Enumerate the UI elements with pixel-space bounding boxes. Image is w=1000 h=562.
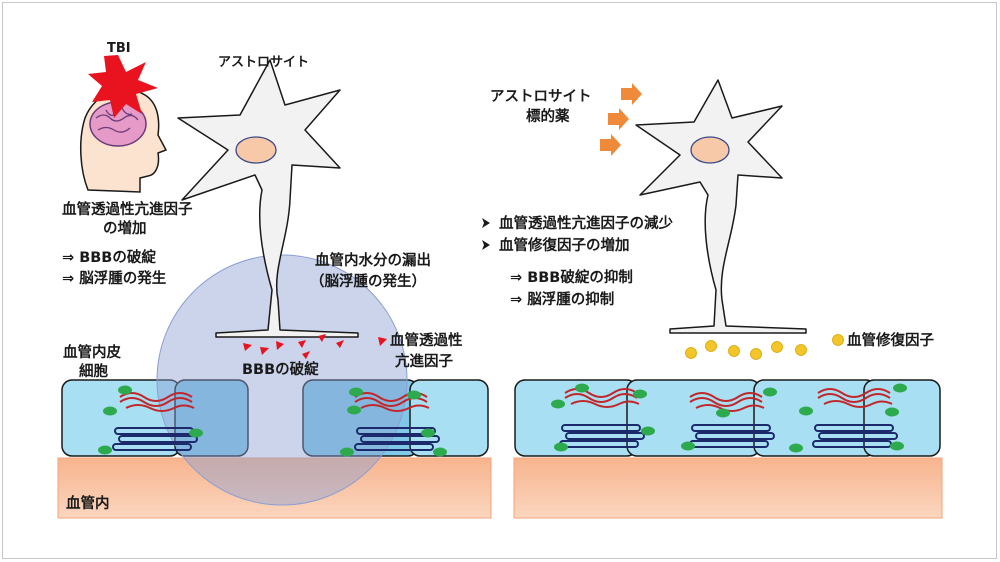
factor-increase-line1: 血管透過性亢進因子 — [62, 200, 193, 218]
bullet-2: 血管修復因子の増加 — [499, 236, 630, 254]
green-dots-left — [98, 385, 447, 457]
result-2: ⇒ 脳浮腫の抑制 — [510, 290, 614, 308]
endothelial-cell — [514, 379, 638, 457]
checkmark-bullet-icon — [482, 218, 490, 250]
permeability-factors-left — [243, 334, 344, 359]
endothelial-cell — [863, 379, 941, 457]
green-dots-right — [551, 383, 907, 453]
drug-line1: アストロサイト — [490, 88, 592, 105]
endothelial-line1: 血管内皮 — [63, 343, 121, 361]
vessel-lumen-band-right — [513, 457, 943, 519]
repair-factor-dots — [685, 340, 807, 360]
bbb-breakdown-label: BBBの破綻 — [242, 360, 319, 378]
leak-area-circle — [156, 254, 408, 506]
result-edema-left: ⇒ 脳浮腫の発生 — [62, 269, 167, 287]
legend-repair-dot-icon — [832, 334, 844, 346]
endothelial-line2: 細胞 — [79, 362, 108, 380]
brain-icon — [89, 101, 147, 147]
tbi-label: TBI — [107, 41, 131, 56]
factor-increase-line2: の増加 — [103, 219, 147, 237]
burst-icon — [88, 55, 158, 118]
bullet-1: 血管透過性亢進因子の減少 — [499, 214, 673, 232]
leak-line1: 血管内水分の漏出 — [315, 251, 431, 269]
legend-triangle-icon — [378, 337, 387, 346]
legend-factor-line1: 血管透過性 — [390, 331, 463, 349]
astrocyte-icon — [177, 59, 359, 338]
result-1: ⇒ BBB破綻の抑制 — [510, 268, 633, 286]
astrocyte-icon-right — [635, 79, 807, 334]
arrow-icon — [600, 83, 642, 156]
astrocyte-label-left: アストロサイト — [218, 55, 309, 70]
drug-line2: 標的薬 — [526, 107, 570, 125]
legend-repair-label: 血管修復因子 — [847, 331, 934, 349]
leak-line2: （脳浮腫の発生） — [310, 272, 426, 290]
legend-factor-line2: 亢進因子 — [395, 352, 453, 370]
result-bbb-left: ⇒ BBBの破綻 — [62, 248, 156, 266]
vessel-lumen-label: 血管内 — [66, 494, 110, 512]
vessel-lumen-band-left — [57, 457, 492, 519]
